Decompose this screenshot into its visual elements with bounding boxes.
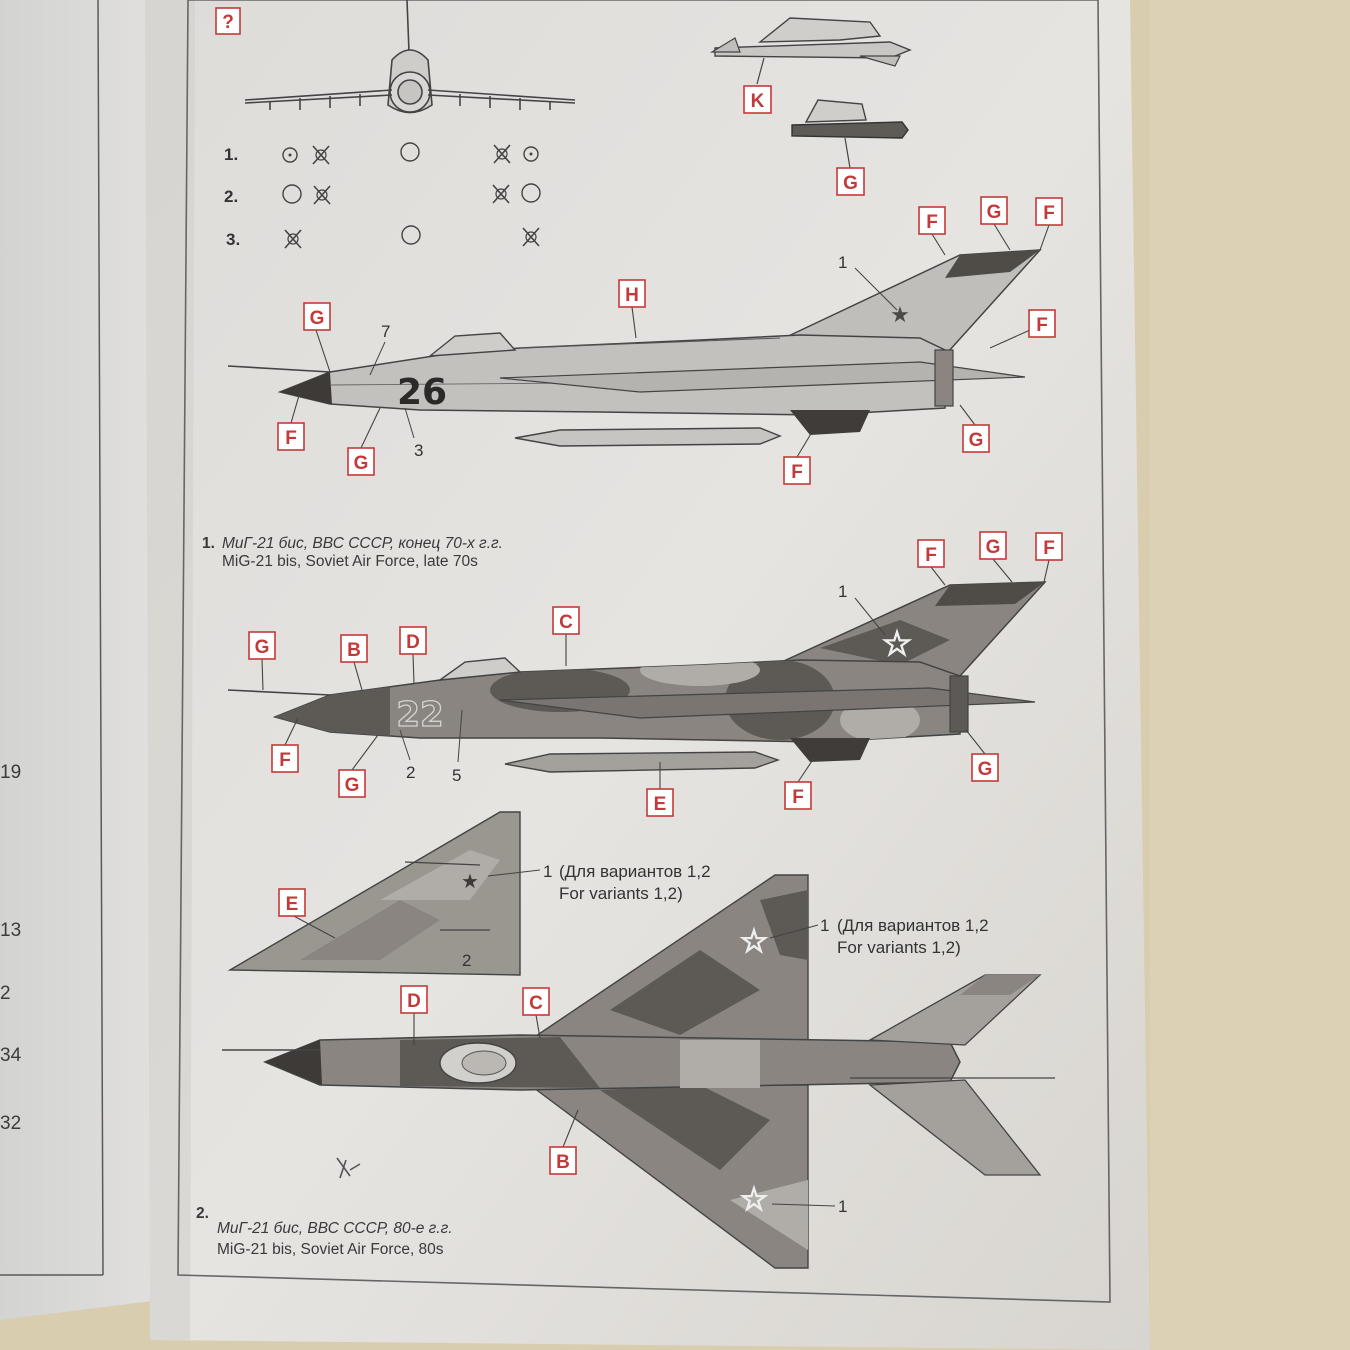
note-russian: (Для вариантов 1,2 [559, 862, 711, 881]
wing-underside-view: ★ E 2 1 (Для вариантов 1,2 For variants … [227, 811, 711, 976]
question-mark: ? [222, 12, 234, 33]
callout-letter: G [978, 759, 993, 780]
pylon-row-1: 1. [224, 142, 539, 165]
callout-letter: H [625, 285, 639, 306]
callout-letter: G [969, 430, 984, 451]
callout-letter: G [354, 453, 369, 474]
callout-letter: E [654, 794, 667, 815]
callout-letter: G [345, 775, 360, 796]
note-number: 1 [543, 862, 552, 881]
variant2-callouts: G B D C F G F G E F G F 2 [248, 531, 1063, 817]
callout-letter: D [406, 632, 420, 653]
callout-letter: G [987, 202, 1002, 223]
missile-k: K [709, 17, 912, 114]
callout-letter: F [285, 428, 297, 449]
tail-number: 26 [397, 372, 447, 413]
caption-number: 2. [196, 1205, 209, 1222]
pylon-row-3: 3. [226, 225, 540, 249]
callout-letter: G [843, 173, 858, 194]
top-view-aircraft: ☆ ☆ D C B 1 (Для вариантов 1,2 For varia… [222, 874, 1055, 1269]
callout-letter: C [529, 993, 543, 1014]
callout-letter: F [792, 787, 804, 808]
pylon-row-2: 2. [224, 183, 541, 206]
rocket-pod-g: G [791, 99, 909, 196]
callout-letter: D [407, 991, 421, 1012]
variant1-side-view: ★ 26 [227, 249, 1042, 447]
callout-letter: B [556, 1152, 570, 1173]
decal-number: 2 [462, 951, 471, 970]
callout-letter: G [310, 308, 325, 329]
note-english: For variants 1,2) [837, 938, 961, 957]
callout-letter: F [925, 545, 937, 566]
handwritten-mark [336, 1157, 361, 1179]
row-label: 2. [224, 187, 238, 206]
margin-number: 13 [0, 920, 21, 941]
tail-number: 22 [396, 695, 443, 735]
tail-star-icon: ★ [890, 303, 910, 328]
decal-number: 5 [452, 766, 461, 785]
variant2-side-view: ☆ 22 [227, 581, 1047, 773]
note-russian: (Для вариантов 1,2 [837, 916, 989, 935]
callout-letter: G [986, 537, 1001, 558]
wing-star-icon: ★ [461, 869, 479, 893]
margin-number: 2 [0, 983, 11, 1004]
caption-english: MiG-21 bis, Soviet Air Force, 80s [217, 1241, 444, 1258]
margin-number: 19 [0, 762, 21, 783]
decal-number: 7 [381, 322, 390, 341]
callout-letter: F [1036, 315, 1048, 336]
decal-number: 1 [838, 253, 847, 272]
question-callout: ? [215, 7, 241, 35]
callout-letter: C [559, 612, 573, 633]
front-view-aircraft [244, 0, 576, 114]
decal-number: 2 [406, 763, 415, 782]
callout-letter: F [1043, 203, 1055, 224]
wing-star-icon: ☆ [740, 1180, 769, 1218]
decal-number: 3 [414, 441, 423, 460]
wing-star-icon: ☆ [740, 922, 769, 960]
callout-letter: F [791, 462, 803, 483]
note-english: For variants 1,2) [559, 884, 683, 903]
caption-english: MiG-21 bis, Soviet Air Force, late 70s [222, 553, 478, 570]
decal-number: 1 [838, 1197, 847, 1216]
left-margin-numbers: 19 13 2 34 32 [0, 762, 22, 1134]
callout-letter: B [347, 640, 361, 661]
callout-letter: K [751, 91, 765, 112]
variant1-caption: 1. МиГ-21 бис, ВВС СССР, конец 70-х г.г.… [202, 535, 503, 570]
variant1-callouts: G F G H F G F F G F [277, 196, 1063, 485]
callout-letter: F [926, 212, 938, 233]
caption-russian: МиГ-21 бис, ВВС СССР, конец 70-х г.г. [222, 535, 503, 552]
caption-number: 1. [202, 535, 215, 552]
margin-number: 32 [0, 1113, 21, 1134]
note-number: 1 [820, 916, 829, 935]
row-label: 3. [226, 230, 240, 249]
margin-number: 34 [0, 1045, 22, 1066]
caption-russian: МиГ-21 бис, ВВС СССР, 80-е г.г. [217, 1220, 453, 1237]
tail-star-icon: ☆ [882, 624, 912, 664]
callout-letter: E [286, 894, 299, 915]
variant2-caption: 2. МиГ-21 бис, ВВС СССР, 80-е г.г. MiG-2… [196, 1205, 453, 1258]
callout-letter: F [1043, 538, 1055, 559]
callout-letter: G [255, 637, 270, 658]
decal-number: 1 [838, 582, 847, 601]
row-label: 1. [224, 145, 238, 164]
callout-letter: F [279, 750, 291, 771]
